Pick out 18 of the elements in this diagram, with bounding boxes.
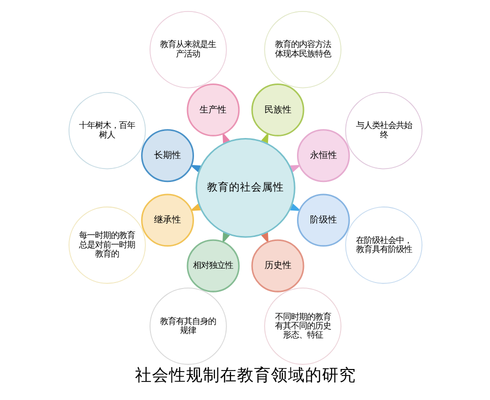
node-circle: 十年树木，百年树人 xyxy=(68,92,146,170)
node-circle: 与人类社会共始终 xyxy=(344,92,422,170)
node-circle: 长期性 xyxy=(140,129,194,182)
node-circle: 生产性 xyxy=(186,84,240,136)
node-circle: 每一时期的教育总是对前一时期教育的 xyxy=(68,206,146,284)
node-circle: 教育从来就是生产活动 xyxy=(149,10,226,88)
node-circle: 教育的社会属性 xyxy=(195,138,295,238)
node-circle: 不同时期的教育有其不同的历史形态、特征 xyxy=(264,288,341,365)
node-circle: 相对独立性 xyxy=(186,239,240,292)
node-circle: 在阶级社会中，教育具有阶级性 xyxy=(344,206,422,284)
node-circle: 继承性 xyxy=(140,194,194,247)
node-circle: 民族性 xyxy=(250,84,304,136)
node-circle: 教育有其自身的规律 xyxy=(149,288,226,365)
node-circle: 永恒性 xyxy=(296,129,350,182)
node-circle: 阶级性 xyxy=(296,194,350,247)
node-circle: 教育的内容方法体现本民族特色 xyxy=(264,10,341,88)
node-circle: 历史性 xyxy=(250,239,304,292)
diagram-title: 社会性规制在教育领域的研究 xyxy=(134,366,356,385)
